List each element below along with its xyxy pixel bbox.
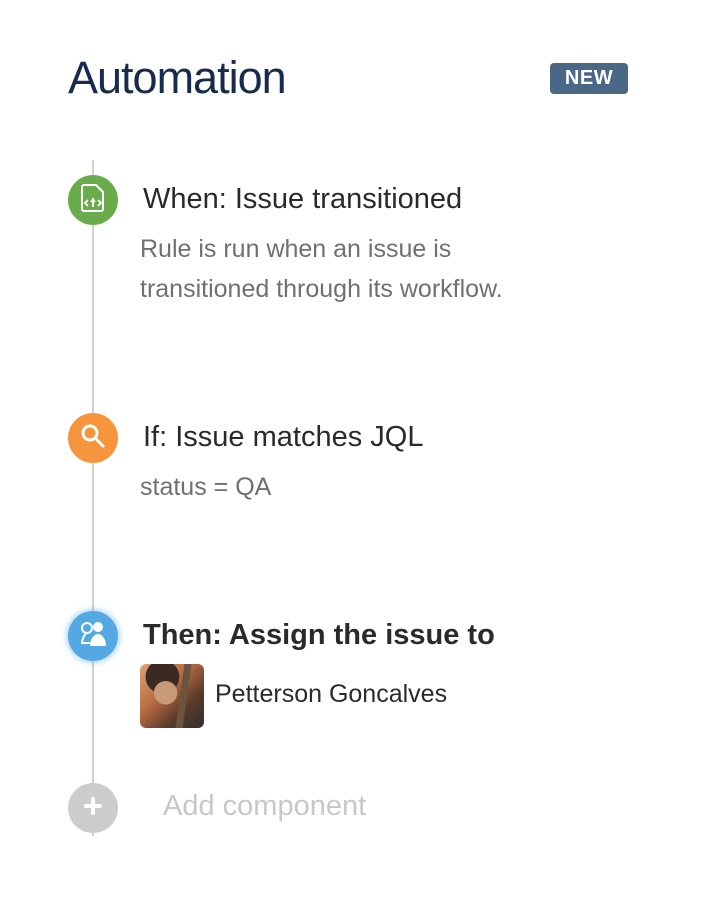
- trigger-node[interactable]: [68, 175, 118, 225]
- condition-node[interactable]: [68, 413, 118, 463]
- timeline-connector: [92, 160, 94, 175]
- timeline-connector: [92, 661, 94, 783]
- timeline-connector: [92, 225, 94, 413]
- condition-jql: status = QA: [140, 473, 272, 501]
- new-badge: NEW: [550, 63, 628, 94]
- avatar: [140, 664, 204, 728]
- users-icon: [77, 619, 109, 654]
- action-node[interactable]: [68, 611, 118, 661]
- add-component-label[interactable]: Add component: [163, 790, 367, 822]
- plus-icon: [83, 796, 103, 821]
- timeline-connector: [92, 833, 94, 836]
- page-title: Automation: [68, 52, 287, 103]
- trigger-title[interactable]: When: Issue transitioned: [143, 183, 463, 215]
- search-icon: [80, 423, 106, 454]
- condition-title[interactable]: If: Issue matches JQL: [143, 421, 424, 453]
- action-title[interactable]: Then: Assign the issue to: [143, 619, 495, 651]
- assignee-name[interactable]: Petterson Goncalves: [215, 680, 448, 708]
- add-component-button[interactable]: [68, 783, 118, 833]
- trigger-description-line-2: transitioned through its workflow.: [140, 275, 503, 303]
- timeline-connector: [92, 463, 94, 611]
- trigger-description-line-1: Rule is run when an issue is: [140, 235, 452, 263]
- file-code-icon: [80, 183, 106, 218]
